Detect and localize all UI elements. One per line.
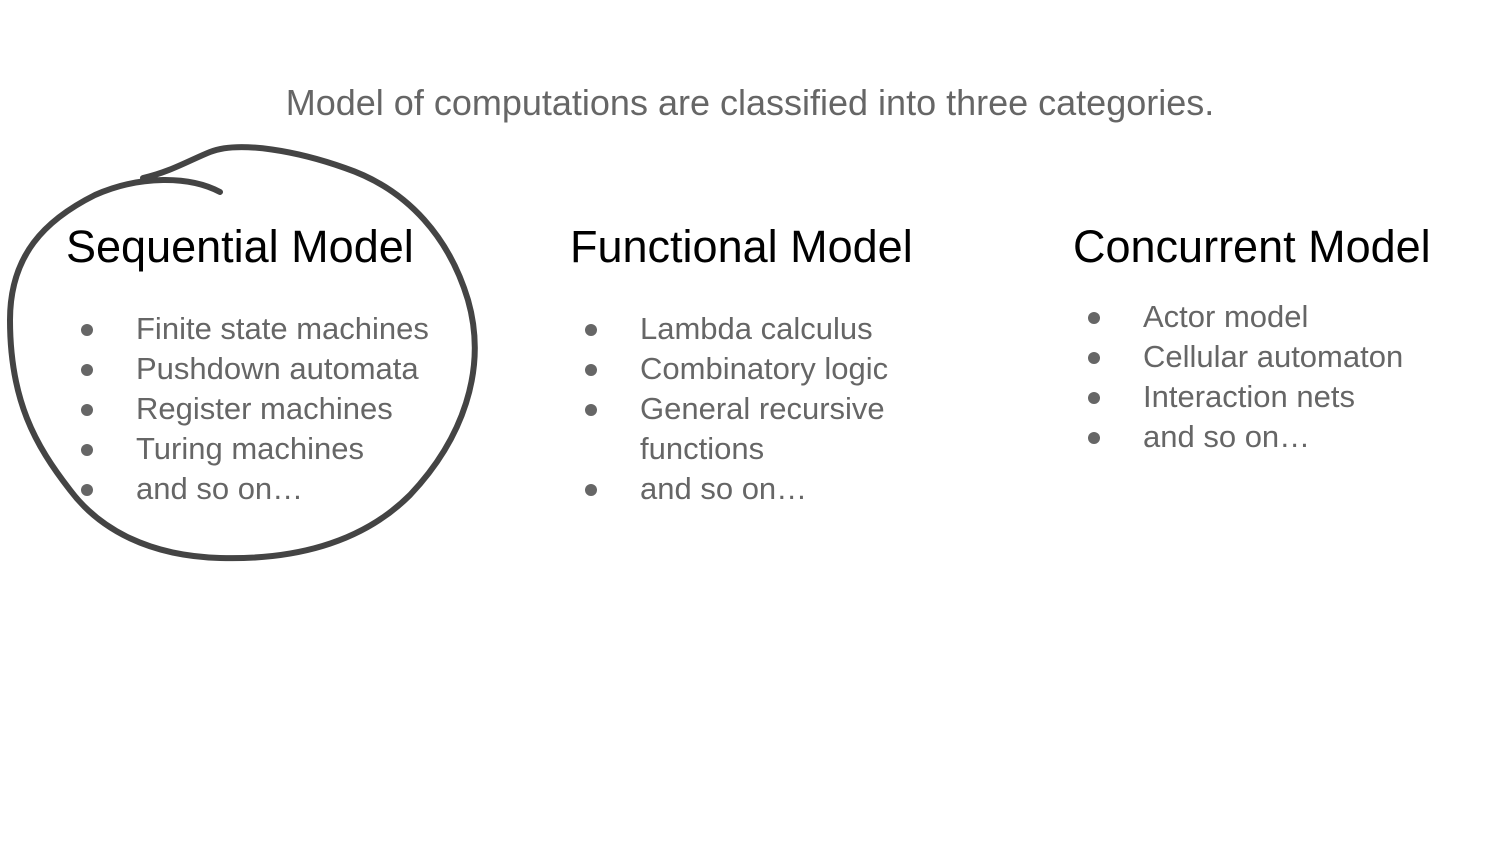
list-item-text: Cellular automaton xyxy=(1143,339,1404,374)
list-item-text: and so on… xyxy=(1143,419,1311,454)
list-item: Lambda calculus xyxy=(570,309,930,349)
list-item-text: Register machines xyxy=(136,391,393,426)
bullet-dot-icon xyxy=(1088,352,1100,364)
bullet-dot-icon xyxy=(585,364,597,376)
column-functional-model: Functional Model Lambda calculus Combina… xyxy=(570,221,930,509)
list-item-text: Finite state machines xyxy=(136,311,429,346)
list-item-text: Combinatory logic xyxy=(640,351,889,386)
slide-subtitle: Model of computations are classified int… xyxy=(285,82,1215,123)
list-item: Interaction nets xyxy=(1073,377,1431,417)
column-title: Concurrent Model xyxy=(1073,221,1431,272)
list-item: Cellular automaton xyxy=(1073,337,1431,377)
bullet-list: Lambda calculus Combinatory logic Genera… xyxy=(570,309,930,509)
list-item-text: Lambda calculus xyxy=(640,311,873,346)
column-sequential-model: Sequential Model Finite state machines P… xyxy=(66,221,429,509)
bullet-dot-icon xyxy=(1088,392,1100,404)
list-item: Actor model xyxy=(1073,297,1431,337)
column-title: Sequential Model xyxy=(66,221,414,272)
column-concurrent-model: Concurrent Model Actor model Cellular au… xyxy=(1073,221,1431,457)
list-item-text: Pushdown automata xyxy=(136,351,419,386)
column-title: Functional Model xyxy=(570,221,913,272)
list-item: Register machines xyxy=(66,389,429,429)
list-item: Finite state machines xyxy=(66,309,429,349)
list-item: and so on… xyxy=(66,469,429,509)
list-item-text: Interaction nets xyxy=(1143,379,1355,414)
list-item-text: and so on… xyxy=(136,471,304,506)
list-item: Combinatory logic xyxy=(570,349,930,389)
bullet-dot-icon xyxy=(585,324,597,336)
bullet-dot-icon xyxy=(1088,432,1100,444)
bullet-dot-icon xyxy=(81,444,93,456)
bullet-list: Actor model Cellular automaton Interacti… xyxy=(1073,297,1431,457)
list-item: and so on… xyxy=(1073,417,1431,457)
bullet-list: Finite state machines Pushdown automata … xyxy=(66,309,429,509)
bullet-dot-icon xyxy=(585,404,597,416)
bullet-dot-icon xyxy=(1088,312,1100,324)
bullet-dot-icon xyxy=(585,484,597,496)
bullet-dot-icon xyxy=(81,364,93,376)
bullet-dot-icon xyxy=(81,324,93,336)
list-item-text: and so on… xyxy=(640,471,808,506)
list-item: General recursive functions xyxy=(570,389,930,469)
list-item: and so on… xyxy=(570,469,930,509)
list-item: Pushdown automata xyxy=(66,349,429,389)
bullet-dot-icon xyxy=(81,404,93,416)
list-item-text: General recursive functions xyxy=(640,391,885,466)
list-item-text: Actor model xyxy=(1143,299,1309,334)
bullet-dot-icon xyxy=(81,484,93,496)
list-item: Turing machines xyxy=(66,429,429,469)
list-item-text: Turing machines xyxy=(136,431,365,466)
